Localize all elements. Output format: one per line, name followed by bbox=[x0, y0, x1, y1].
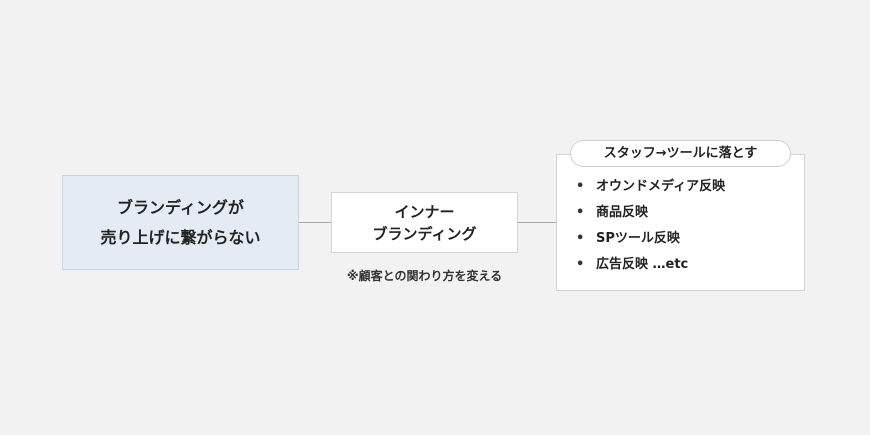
actions-list: • オウンドメディア反映 • 商品反映 • SPツール反映 • 広告反映 …et… bbox=[576, 176, 725, 280]
list-item: • 広告反映 …etc bbox=[576, 254, 725, 280]
problem-line-2: 売り上げに繋がらない bbox=[100, 227, 261, 247]
problem-box: ブランディングが 売り上げに繋がらない bbox=[62, 175, 299, 270]
connector-problem-to-solution bbox=[299, 222, 331, 223]
list-item-label: 広告反映 …etc bbox=[596, 257, 689, 272]
bullet-icon: • bbox=[576, 205, 585, 220]
bullet-icon: • bbox=[576, 257, 585, 272]
problem-line-1: ブランディングが bbox=[117, 197, 244, 217]
list-item-label: 商品反映 bbox=[596, 205, 649, 220]
solution-box: インナー ブランディング bbox=[331, 192, 518, 253]
actions-header-pill: スタッフ→ツールに落とす bbox=[570, 140, 791, 167]
solution-note: ※顧客との関わり方を変える bbox=[346, 269, 503, 283]
bullet-icon: • bbox=[576, 231, 585, 246]
solution-line-2: ブランディング bbox=[372, 224, 477, 243]
list-item: • オウンドメディア反映 bbox=[576, 176, 725, 202]
list-item: • 商品反映 bbox=[576, 202, 725, 228]
solution-line-1: インナー bbox=[394, 202, 455, 221]
list-item: • SPツール反映 bbox=[576, 228, 725, 254]
bullet-icon: • bbox=[576, 179, 585, 194]
list-item-label: SPツール反映 bbox=[596, 231, 680, 246]
list-item-label: オウンドメディア反映 bbox=[596, 179, 726, 194]
actions-box bbox=[556, 154, 805, 291]
connector-solution-to-actions bbox=[518, 222, 556, 223]
